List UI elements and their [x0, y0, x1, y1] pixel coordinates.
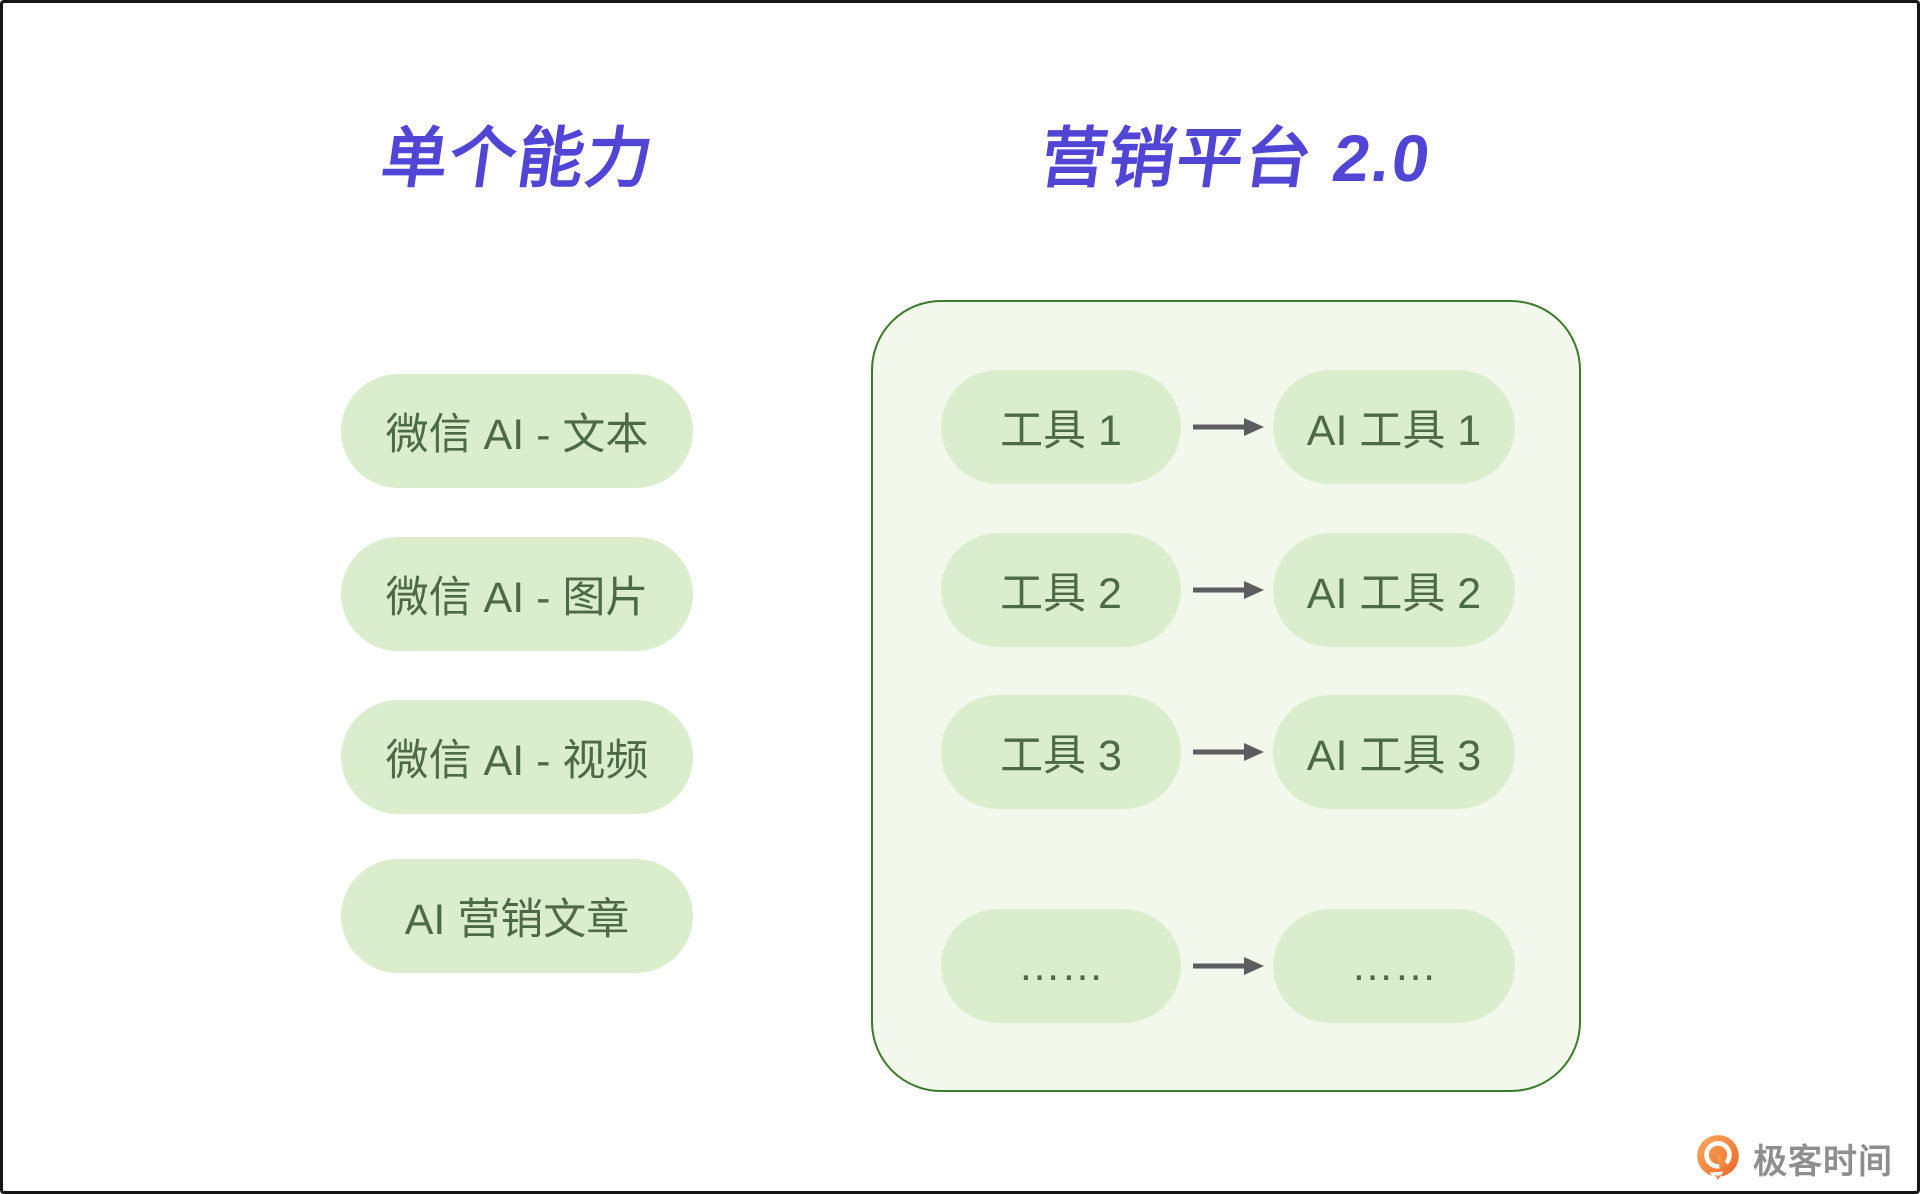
tool-pill-label: 工具 2 — [1000, 570, 1122, 618]
platform-container: 工具 1 AI 工具 1 工具 2 AI 工具 2 工具 3 AI 工具 3 — [871, 300, 1581, 1092]
capability-pill-label: 微信 AI - 文本 — [385, 411, 649, 459]
right-column-title: 营销平台 2.0 — [1035, 121, 1437, 195]
tool-pill-label: 工具 1 — [1000, 407, 1122, 455]
capability-pill: 微信 AI - 文本 — [341, 374, 693, 488]
arrow-icon — [1193, 743, 1264, 761]
tool-pill: 工具 2 — [941, 533, 1181, 647]
ai-tool-pill-label: AI 工具 1 — [1306, 407, 1482, 455]
left-column-title: 单个能力 — [376, 121, 660, 195]
ai-tool-pill: AI 工具 2 — [1273, 533, 1515, 647]
tool-pill: 工具 1 — [941, 370, 1181, 484]
ai-tool-pill: …… — [1273, 909, 1515, 1023]
ai-tool-pill: AI 工具 1 — [1273, 370, 1515, 484]
geektime-logo-text: 极客时间 — [1753, 1142, 1893, 1181]
tool-pill-label: …… — [1018, 941, 1104, 990]
geektime-logo: 极客时间 — [1693, 1133, 1893, 1183]
geektime-icon — [1697, 1135, 1739, 1183]
capability-pill-label: 微信 AI - 图片 — [385, 574, 649, 622]
ai-tool-pill: AI 工具 3 — [1273, 695, 1515, 809]
arrow-icon — [1193, 957, 1264, 975]
ai-tool-pill-label: AI 工具 3 — [1306, 732, 1482, 780]
arrow-icon — [1193, 581, 1264, 599]
ai-tool-pill-label: AI 工具 2 — [1306, 570, 1482, 618]
capability-pill: 微信 AI - 视频 — [341, 700, 693, 814]
arrow-icon — [1193, 418, 1264, 436]
ai-tool-pill-label: …… — [1351, 941, 1437, 990]
tool-pill: 工具 3 — [941, 695, 1181, 809]
tool-pill-label: 工具 3 — [1000, 732, 1122, 780]
capability-pill: AI 营销文章 — [341, 859, 693, 973]
capability-pill-label: AI 营销文章 — [404, 896, 630, 944]
tool-pill: …… — [941, 909, 1181, 1023]
capability-pill-label: 微信 AI - 视频 — [385, 737, 649, 785]
capability-pill: 微信 AI - 图片 — [341, 537, 693, 651]
